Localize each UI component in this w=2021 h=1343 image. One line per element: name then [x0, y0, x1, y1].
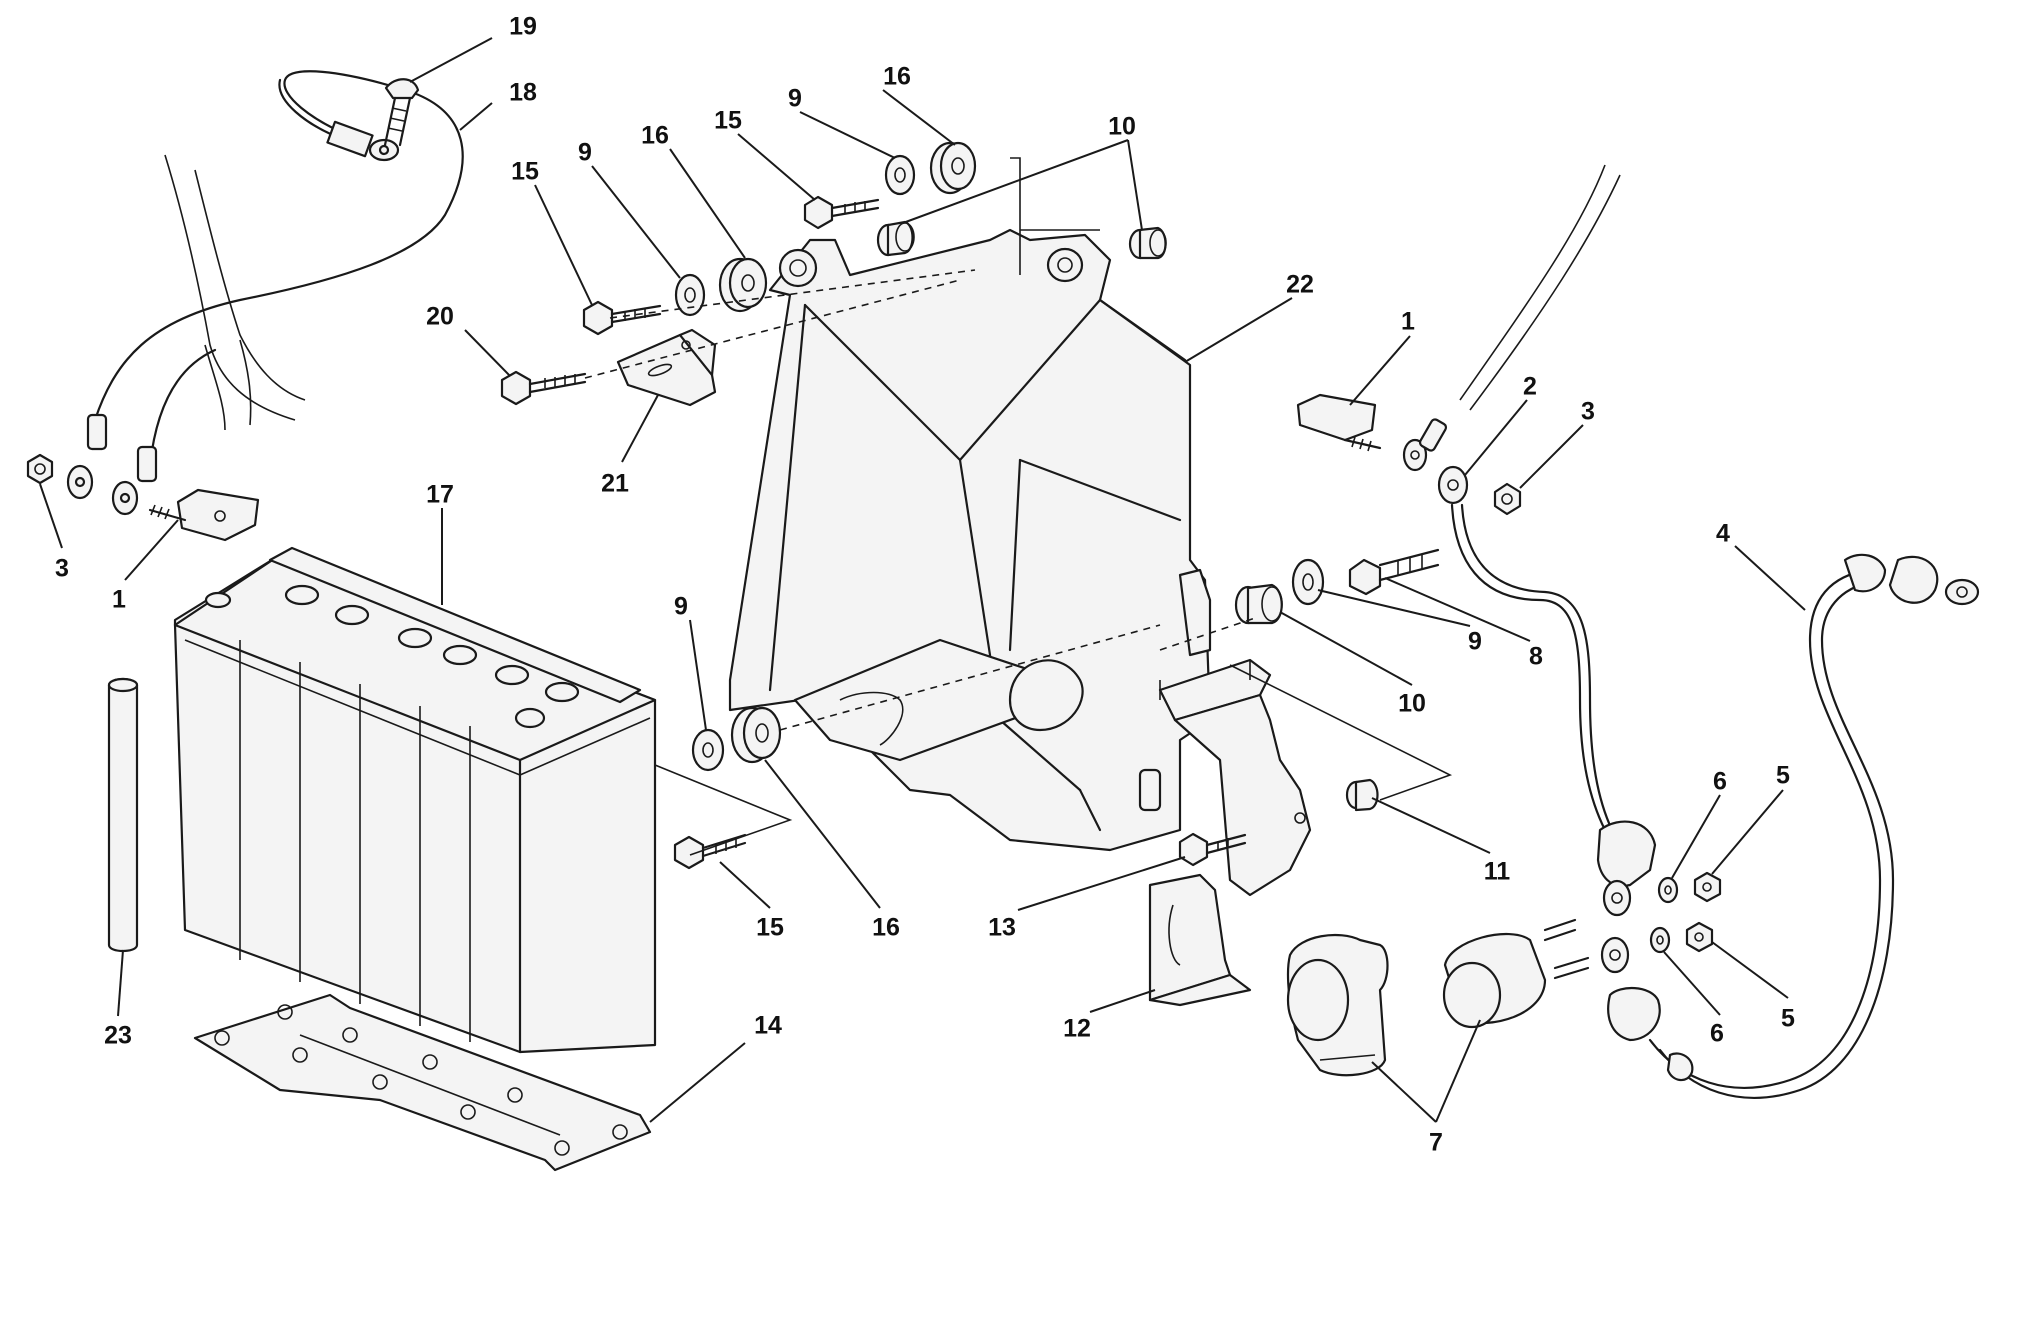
callout-c15b: 15 — [511, 158, 539, 186]
washer-6-lower — [1649, 926, 1671, 954]
callout-c2: 2 — [1523, 373, 1537, 401]
terminal-upper-right — [1596, 820, 1657, 917]
washer-6-upper — [1657, 876, 1679, 904]
callout-c1a: 1 — [1401, 308, 1415, 336]
battery-plate-14 — [193, 993, 652, 1172]
bracket-12 — [1148, 658, 1312, 1007]
callout-c15a: 15 — [714, 107, 742, 135]
callout-c14: 14 — [754, 1012, 782, 1040]
bolt-13 — [1178, 832, 1247, 867]
spacer-10-upper-right — [1128, 226, 1167, 260]
axis-bracket-upper — [1010, 157, 1100, 275]
terminal-bracket-1-left — [148, 488, 260, 542]
grommet-16-upper-left — [718, 257, 768, 313]
callout-c5a: 5 — [1776, 762, 1790, 790]
axis-bracket-right — [1229, 664, 1453, 801]
callout-c16a: 16 — [883, 63, 911, 91]
callout-c13: 13 — [988, 914, 1016, 942]
axis-line-right — [1159, 617, 1256, 651]
bolt-8 — [1348, 548, 1440, 596]
callout-c16c: 16 — [872, 914, 900, 942]
axis-line-lower-left — [779, 624, 1161, 731]
nut-5-lower — [1685, 921, 1714, 953]
spacer-11 — [1345, 778, 1379, 812]
callout-c6a: 6 — [1713, 768, 1727, 796]
wiring-harness-left — [164, 154, 306, 431]
callout-c7: 7 — [1429, 1129, 1443, 1157]
bracket-21 — [616, 328, 717, 407]
leader-lines — [39, 37, 1806, 1123]
grommet-16-lower — [730, 706, 782, 764]
callout-c3b: 3 — [55, 555, 69, 583]
callout-c18: 18 — [509, 79, 537, 107]
terminal-bracket-1-right — [1296, 393, 1448, 472]
bolt-15-upper-right — [803, 195, 880, 230]
bolt-19 — [383, 78, 420, 147]
washer-9-lower-left — [691, 728, 725, 772]
battery-caps — [204, 584, 580, 729]
terminal-lower-right — [1600, 936, 1661, 1042]
washer-9-right — [1291, 558, 1325, 606]
battery-holder-22 — [728, 228, 1212, 852]
callout-c8: 8 — [1529, 643, 1543, 671]
callout-c10a: 10 — [1108, 113, 1136, 141]
nut-3-right — [1493, 482, 1522, 516]
washer-9-upper-right — [884, 154, 916, 196]
callout-c21: 21 — [601, 470, 629, 498]
rod-23 — [107, 677, 139, 953]
callout-c22: 22 — [1286, 271, 1314, 299]
terminal-2 — [1437, 465, 1469, 505]
nut-3-left — [26, 453, 54, 485]
battery-17 — [173, 546, 657, 1054]
washer-9-upper-left — [674, 273, 706, 317]
bolt-15-lower — [673, 833, 747, 870]
spacer-10-upper-left — [876, 220, 915, 257]
callout-c9d: 9 — [674, 593, 688, 621]
spacer-10-right — [1234, 583, 1283, 625]
callout-c5b: 5 — [1781, 1005, 1795, 1033]
callout-c4: 4 — [1716, 520, 1730, 548]
callout-c11: 11 — [1484, 858, 1511, 886]
callout-c6b: 6 — [1710, 1020, 1724, 1048]
axis-line-upper-a — [609, 269, 976, 319]
positive-cable — [1450, 503, 1614, 832]
starter-cable-4 — [1648, 553, 1980, 1099]
callout-c10b: 10 — [1398, 690, 1426, 718]
callout-c16b: 16 — [641, 122, 669, 150]
bolt-20 — [500, 370, 587, 406]
nut-5-upper — [1693, 871, 1722, 903]
callout-c12: 12 — [1063, 1015, 1091, 1043]
axis-bracket-lower-left — [654, 764, 793, 856]
callout-c17: 17 — [426, 481, 454, 509]
callout-c9a: 9 — [788, 85, 802, 113]
relay-holder-7 — [1286, 933, 1389, 1077]
callout-c3a: 3 — [1581, 398, 1595, 426]
callout-c15c: 15 — [756, 914, 784, 942]
relay-7 — [1442, 918, 1590, 1029]
ground-cable-18 — [66, 70, 464, 516]
wiring-harness-right — [1459, 164, 1621, 411]
callout-c1b: 1 — [112, 586, 126, 614]
callout-c9b: 9 — [578, 139, 592, 167]
callout-c20: 20 — [426, 303, 454, 331]
callout-c9c: 9 — [1468, 628, 1482, 656]
grommet-16-upper-right — [929, 141, 977, 195]
bolt-15-upper-left — [582, 300, 662, 336]
callout-c23: 23 — [104, 1022, 132, 1050]
callout-c19: 19 — [509, 13, 537, 41]
